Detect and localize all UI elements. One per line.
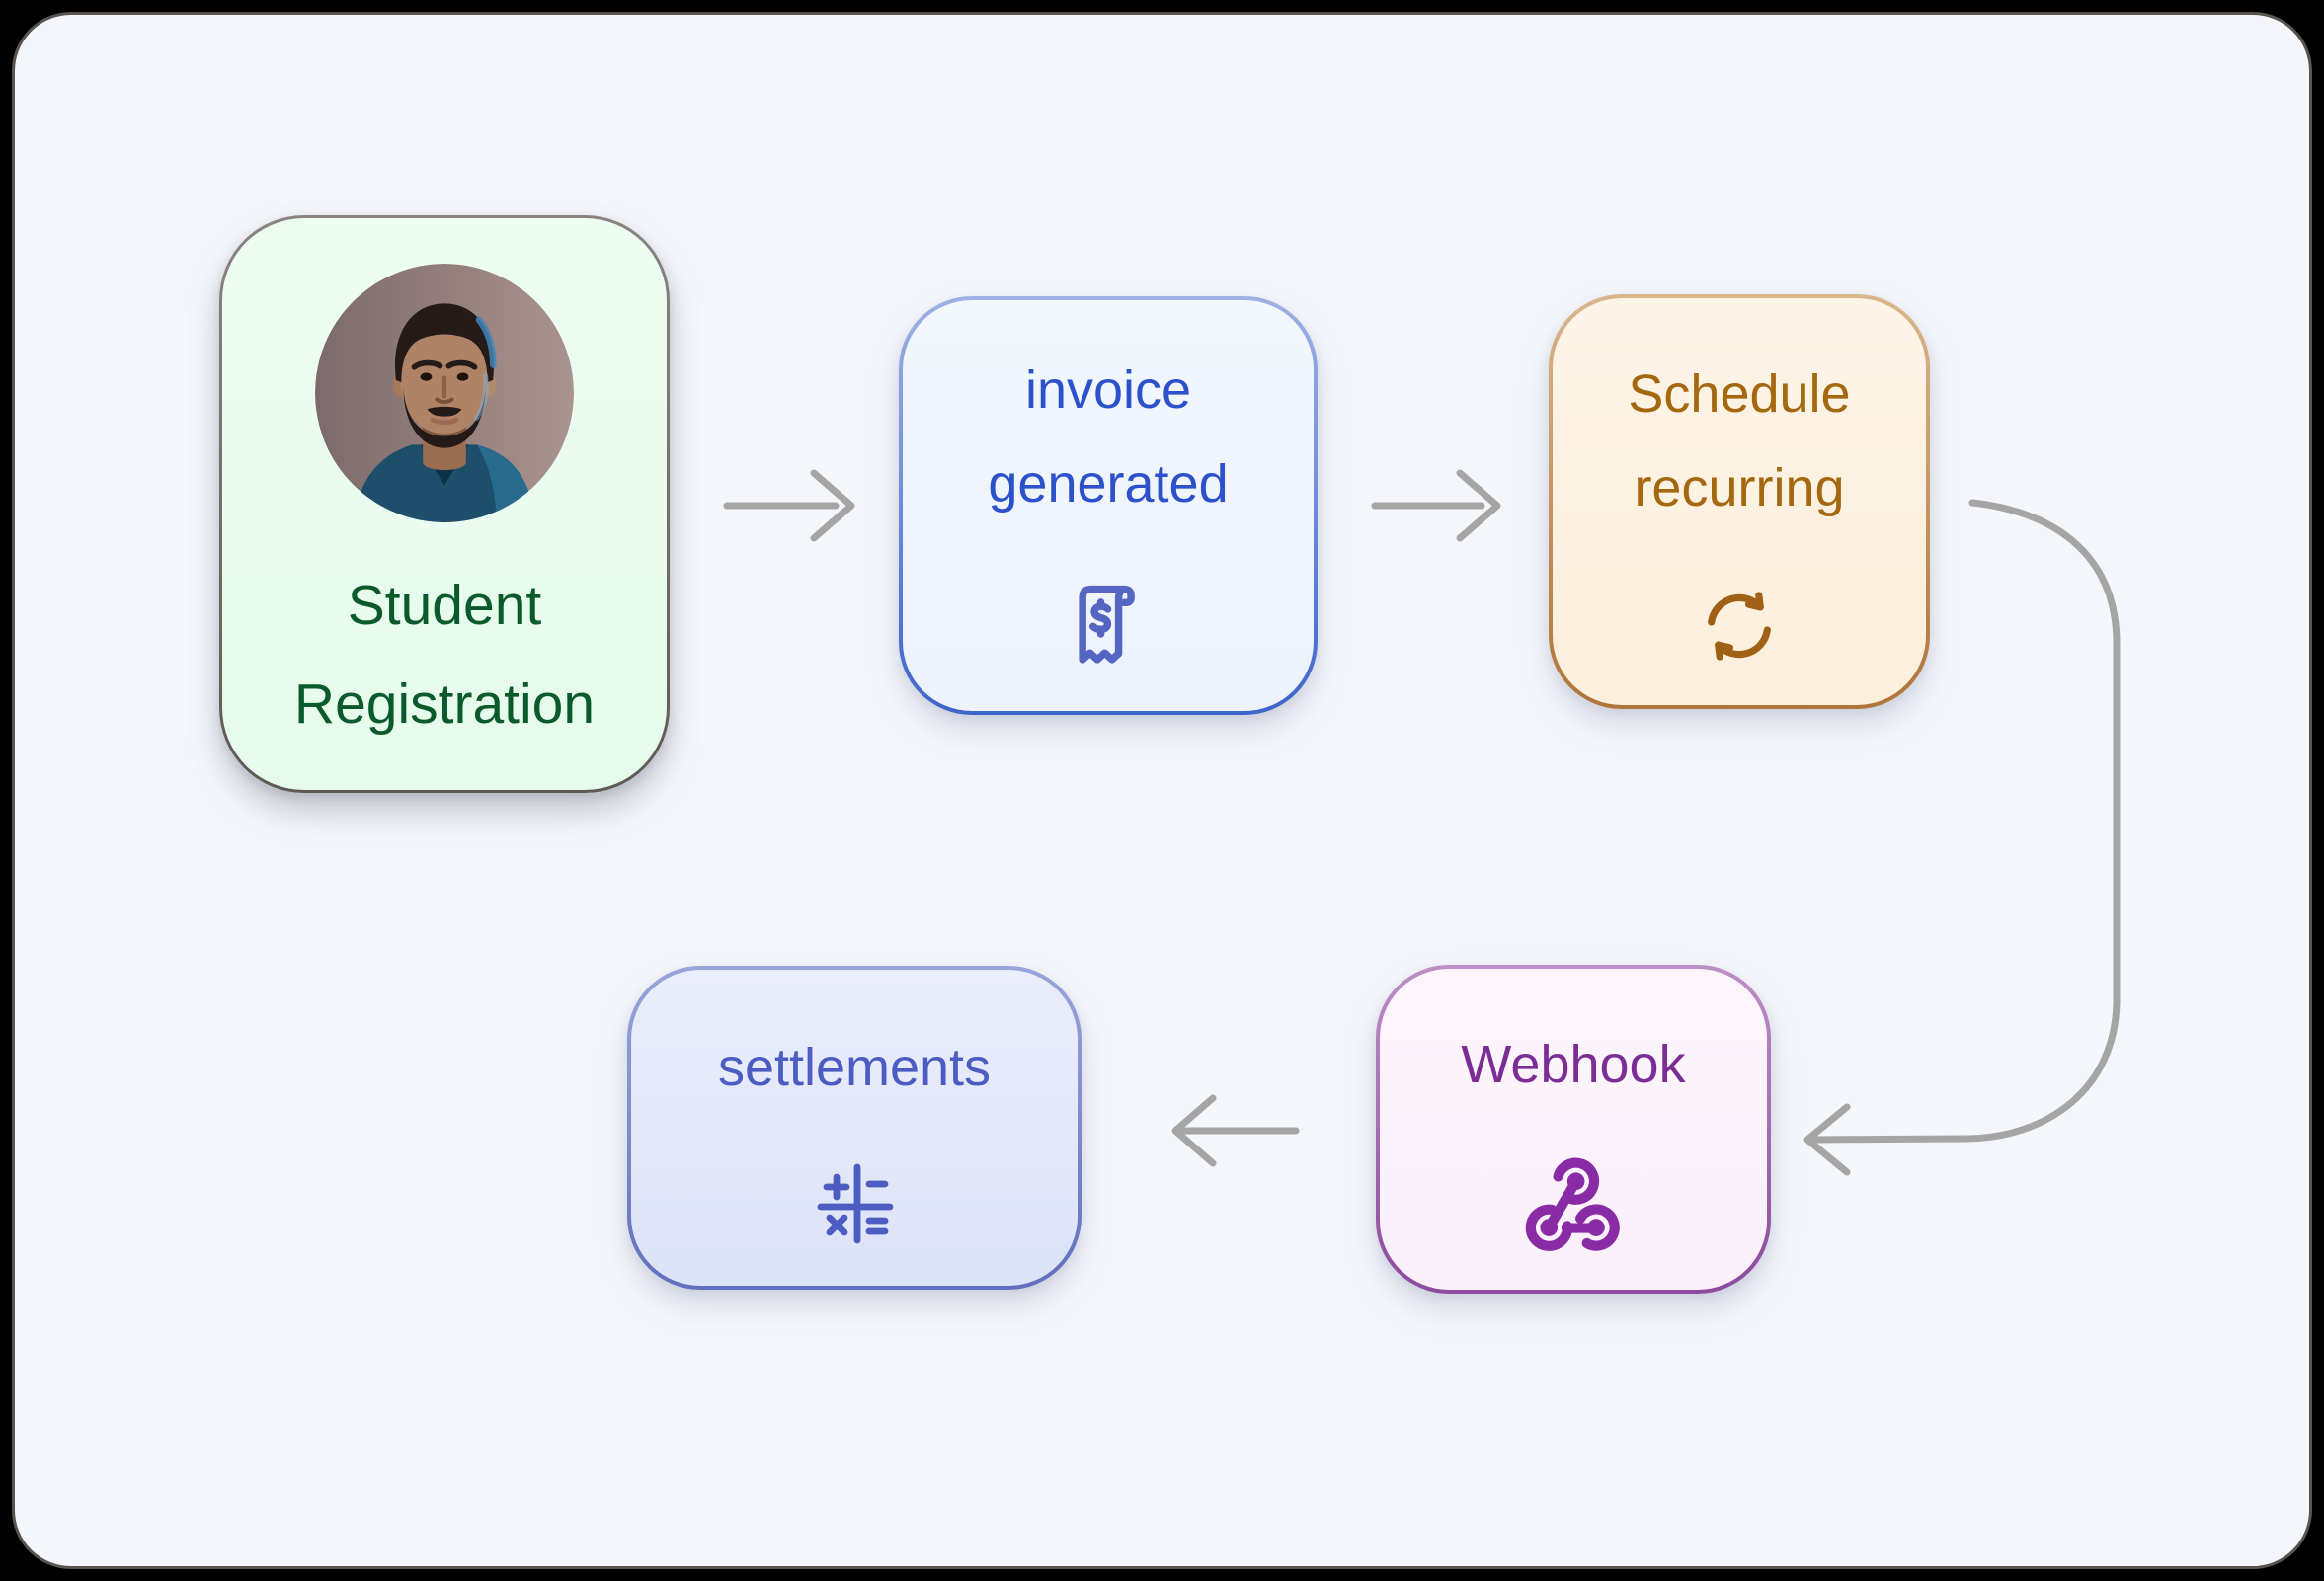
node-settlements: settlements xyxy=(627,966,1082,1290)
node-label-line1: settlements xyxy=(717,1038,992,1097)
node-label-line2: Registration xyxy=(293,672,596,736)
math-operations-icon xyxy=(807,1156,902,1251)
node-label-group: invoice generated xyxy=(988,344,1228,531)
node-label-line1: Student xyxy=(347,574,542,637)
node-webhook: Webhook xyxy=(1376,965,1771,1294)
receipt-dollar-icon xyxy=(1062,579,1155,672)
node-label-group: Schedule recurring xyxy=(1628,348,1850,535)
node-label-line2: recurring xyxy=(1634,458,1845,517)
node-label-line1: invoice xyxy=(1024,360,1192,420)
node-student-registration: Student Registration xyxy=(219,215,670,793)
node-invoice-generated: invoice generated xyxy=(899,296,1318,715)
node-label-group: Student Registration xyxy=(294,556,595,753)
node-label-group: Webhook xyxy=(1461,1018,1685,1112)
node-label-line1: Webhook xyxy=(1461,1035,1686,1094)
node-label-group: settlements xyxy=(718,1021,991,1115)
student-photo-avatar xyxy=(315,264,574,522)
webhook-icon xyxy=(1521,1153,1626,1258)
node-schedule-recurring: Schedule recurring xyxy=(1549,294,1930,709)
node-label-line1: Schedule xyxy=(1628,364,1851,424)
node-label-line2: generated xyxy=(988,454,1229,514)
sync-recurring-icon xyxy=(1692,579,1787,673)
